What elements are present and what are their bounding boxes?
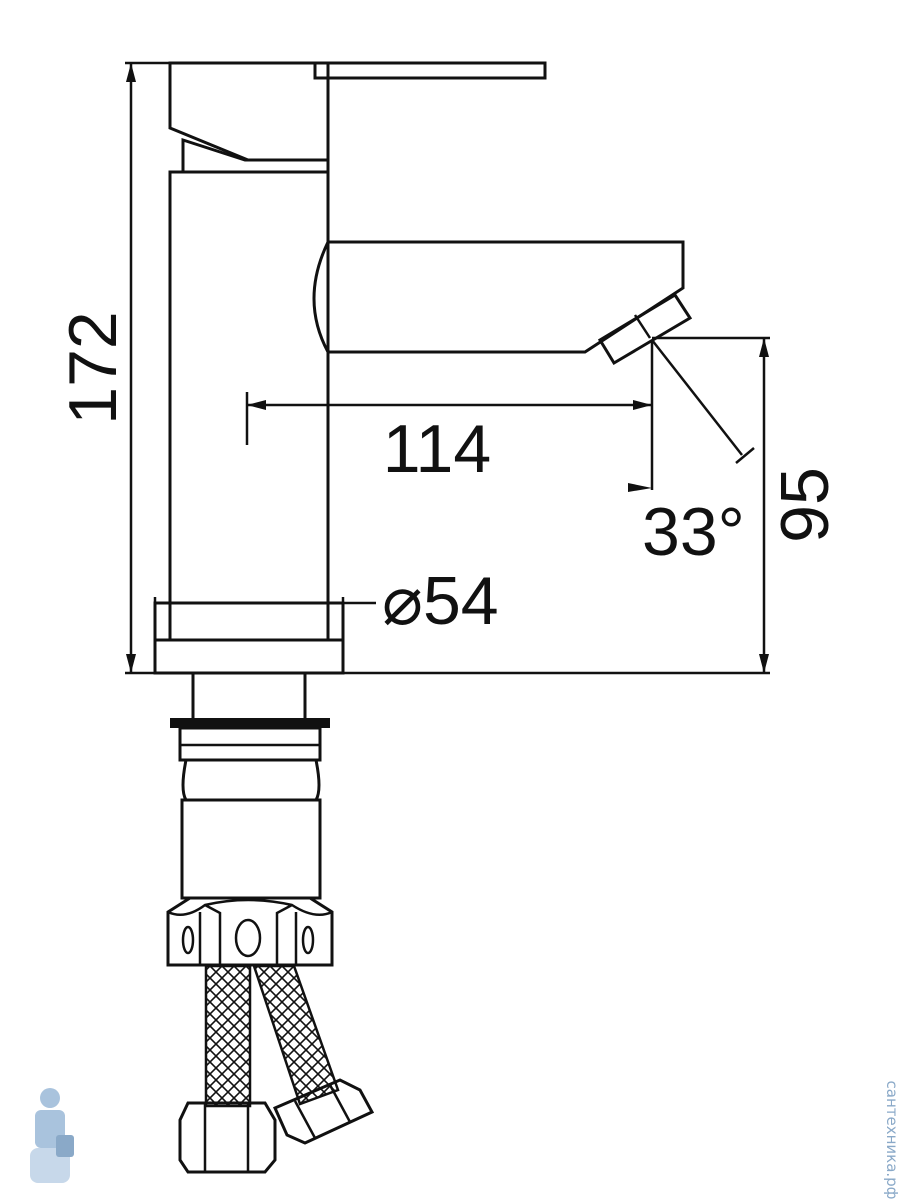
hose-end-nut: [178, 1078, 375, 1174]
label-total-height: 172: [55, 311, 131, 424]
braided-supply-hose: [204, 964, 340, 1108]
label-spout-height: 95: [767, 467, 843, 543]
label-base-diameter: ⌀54: [382, 563, 499, 639]
watermark-text: сантехника.рф: [883, 1080, 900, 1199]
label-spout-angle: 33°: [642, 494, 745, 570]
watermark-logo: [30, 1088, 74, 1183]
faucet-handle: [168, 61, 547, 174]
dimension-spout-height: [343, 336, 770, 675]
dimension-base-diameter: [153, 597, 376, 612]
mounting-shank: [170, 671, 330, 900]
label-spout-reach: 114: [383, 411, 491, 487]
faucet-base: [153, 601, 345, 675]
faucet-spout: [312, 240, 693, 366]
dimension-spout-reach: [245, 340, 654, 490]
dimension-total-height: [125, 61, 170, 675]
fixing-nut: [166, 896, 334, 967]
dimension-spout-angle: [628, 339, 755, 492]
